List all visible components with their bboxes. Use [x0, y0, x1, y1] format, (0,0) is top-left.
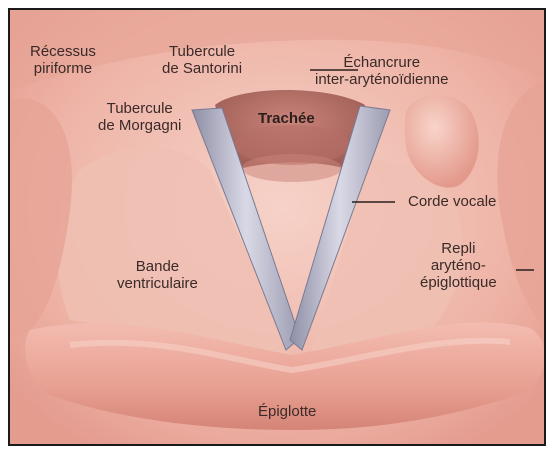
- label-repli: Repli aryténo- épiglottique: [420, 240, 497, 291]
- label-epiglotte: Épiglotte: [258, 403, 316, 420]
- label-echancrure: Échancrure inter-aryténoïdienne: [315, 54, 448, 88]
- label-recessus: Récessus piriforme: [30, 43, 96, 77]
- trachea-ring-2: [242, 154, 342, 182]
- larynx-illustration: Récessus piriforme Tubercule de Santorin…: [8, 8, 546, 446]
- label-corde-vocale: Corde vocale: [408, 193, 496, 210]
- label-santorini: Tubercule de Santorini: [162, 43, 242, 77]
- label-trachee: Trachée: [258, 110, 315, 127]
- label-bande: Bande ventriculaire: [117, 258, 198, 292]
- label-morgagni: Tubercule de Morgagni: [98, 100, 181, 134]
